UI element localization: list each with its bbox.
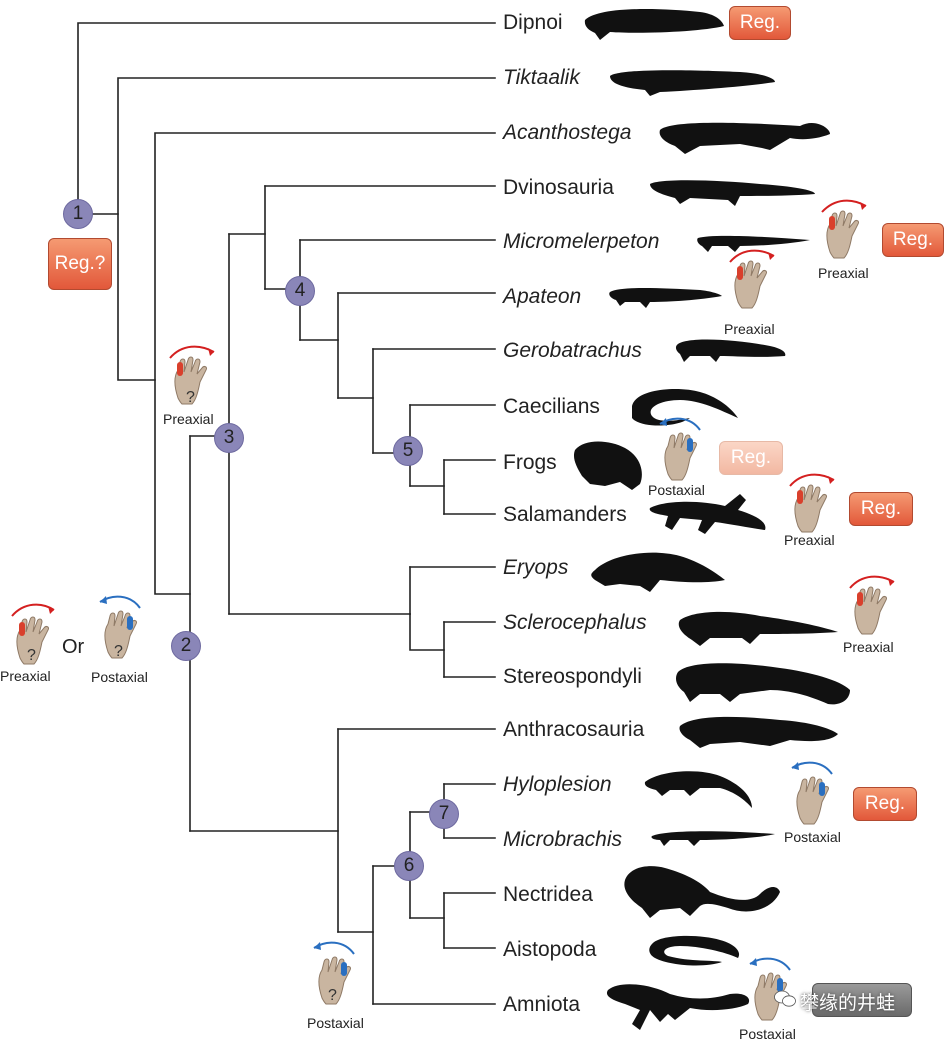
acanthostega-silhouette [659,122,830,154]
node-7: 7 [429,799,459,829]
hand-icon-ancestral-preaxial: ? [11,603,55,665]
label-ancestral-postaxial: Postaxial [91,669,148,685]
svg-text:?: ? [114,643,123,660]
reg-box-root: Reg.? [48,238,112,290]
reg-box-salamanders: Reg. [849,492,913,526]
taxon-label-dipnoi: Dipnoi [503,11,563,34]
reg-box-dipnoi: Reg. [729,6,791,40]
hand-icon-ancestral-postaxial: ? [99,595,141,660]
label-amniota-hand: Postaxial [739,1026,796,1042]
hand-icon-node3: ? [169,345,215,406]
label-ancestral-preaxial: Preaxial [0,668,51,684]
taxon-label-hyloplesion: Hyloplesion [503,773,612,796]
reg-box-frogs: Reg. [719,441,783,475]
sclerocephalus-silhouette [678,611,838,646]
hand-icon-node6: ? [313,941,355,1005]
label-apateon-hand: Preaxial [724,321,775,337]
node-4: 4 [285,276,315,306]
label-node6-hand: Postaxial [307,1015,364,1031]
taxon-label-acanthostega: Acanthostega [503,121,632,144]
apateon-silhouette [609,288,722,308]
taxon-label-dvinosauria: Dvinosauria [503,176,614,199]
taxon-label-frogs: Frogs [503,451,557,474]
hand-icon-amniota [749,957,791,1021]
label-node3-hand: Preaxial [163,411,214,427]
taxon-label-sclerocephalus: Sclerocephalus [503,611,647,634]
svg-text:?: ? [328,987,337,1004]
dipnoi-silhouette [584,9,724,41]
taxon-label-stereospondyli: Stereospondyli [503,665,642,688]
taxon-label-eryops: Eryops [503,556,569,579]
taxon-label-micromelerpeton: Micromelerpeton [503,230,660,253]
taxon-label-caecilians: Caecilians [503,395,600,418]
taxon-label-amniota: Amniota [503,993,581,1016]
taxon-label-apateon: Apateon [503,285,582,308]
label-sclerocephalus-hand: Preaxial [843,639,894,655]
taxon-label-salamanders: Salamanders [503,503,627,526]
watermark-text: 攀缘的井蛙 [800,993,896,1014]
node3-question: ? [186,389,195,406]
node-2: 2 [171,631,201,661]
salamanders-silhouette [649,494,766,534]
node-6: 6 [394,851,424,881]
node-5: 5 [393,436,423,466]
microbrachis-silhouette [651,831,775,846]
taxon-label-microbrachis: Microbrachis [503,828,623,851]
caecilians-silhouette [632,388,738,426]
frogs-silhouette [573,441,642,490]
hand-icon-sclerocephalus [849,575,895,635]
hyloplesion-silhouette [644,771,752,808]
hand-icon-microbrachis [791,761,833,825]
gerobatrachus-silhouette [675,339,786,362]
label-micromelerpeton-hand: Preaxial [818,265,869,281]
svg-text:?: ? [27,647,36,664]
reg-box-micromelerpeton: Reg. [882,223,944,257]
taxon-label-tiktaalik: Tiktaalik [503,66,580,89]
reg-box-microbrachis: Reg. [853,787,917,821]
taxon-label-anthracosauria: Anthracosauria [503,718,645,741]
label-salamanders-hand: Preaxial [784,532,835,548]
taxon-label-nectridea: Nectridea [503,883,593,906]
label-frogs-hand: Postaxial [648,482,705,498]
taxon-label-aistopoda: Aistopoda [503,938,597,961]
hand-icon-apateon [729,249,775,309]
aistopoda-silhouette [649,935,740,966]
node-1: 1 [63,199,93,229]
node-3: 3 [214,423,244,453]
eryops-silhouette [591,552,725,592]
taxon-label-gerobatrachus: Gerobatrachus [503,339,642,362]
or-label: Or [62,636,85,658]
hand-icon-salamanders [789,473,835,533]
amniota-silhouette [606,984,750,1030]
micromelerpeton-silhouette [697,235,810,252]
anthracosauria-silhouette [679,716,838,748]
hand-icon-micromelerpeton [821,199,867,259]
nectridea-silhouette [624,866,780,918]
tiktaalik-silhouette [610,70,775,96]
label-microbrachis-hand: Postaxial [784,829,841,845]
watermark-box [812,983,912,1017]
wechat-icon [774,990,796,1007]
hand-icon-frogs [659,417,701,481]
stereospondyli-silhouette [676,663,850,705]
dvinosauria-silhouette [650,180,815,206]
